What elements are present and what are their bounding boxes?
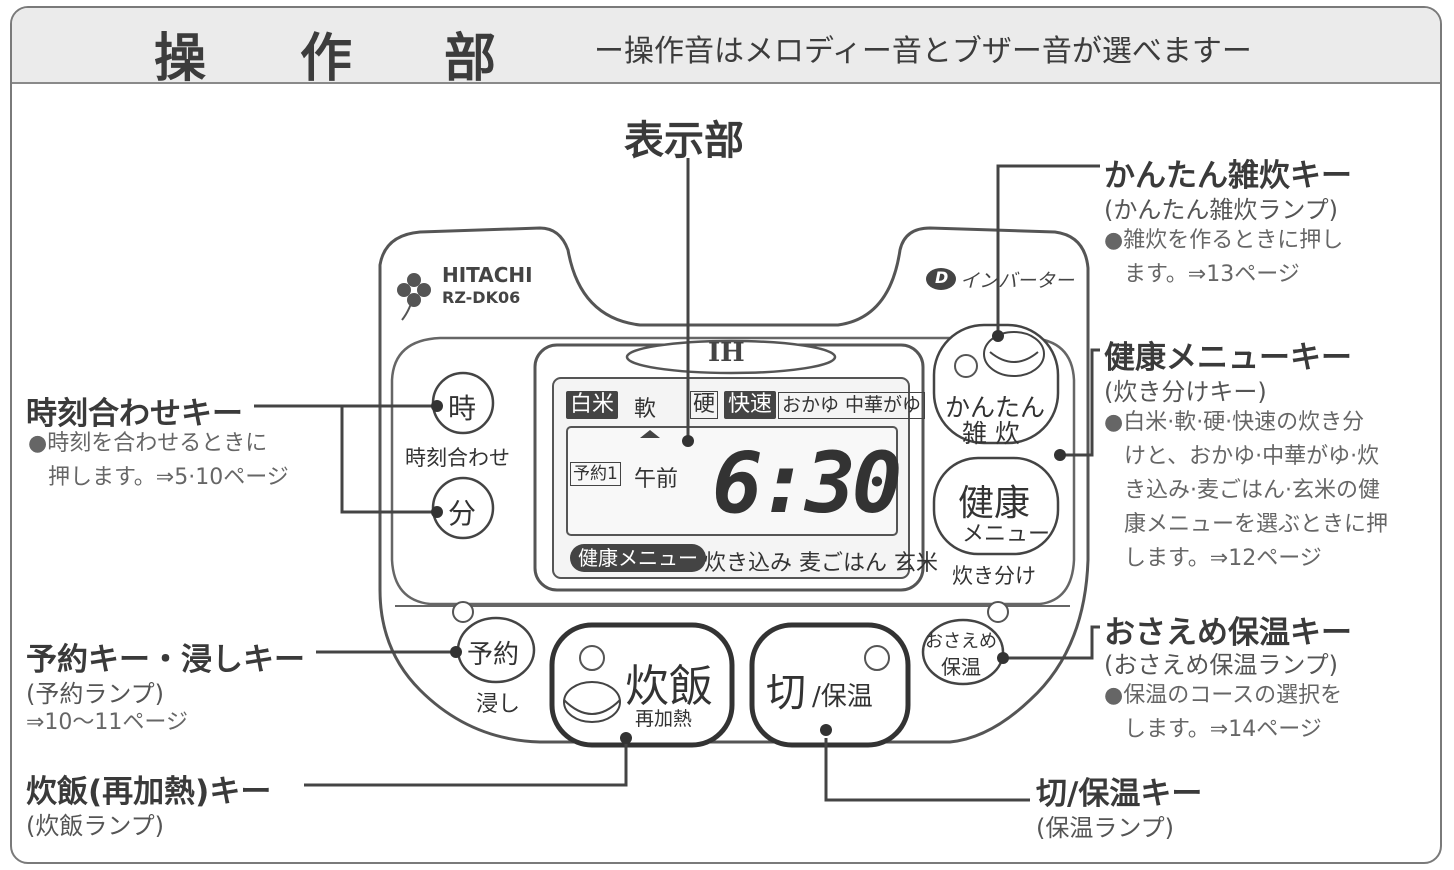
kantan-key-desc: ます。⇒13ページ: [1124, 262, 1300, 287]
kiri-key-title: 切/保温キー: [1036, 776, 1203, 812]
yoyaku-key-desc: ⇒10～11ページ: [26, 710, 188, 735]
kenko-key-title: 健康メニューキー: [1104, 340, 1352, 376]
kiri-hoon-button[interactable]: 切: [766, 670, 806, 716]
lcd-kenko-options: 炊き込み 麦ごはん 玄米: [704, 551, 938, 576]
lcd-ampm: 午前: [634, 467, 679, 492]
header-subtitle: ー操作音はメロディー音とブザー音が選べますー: [594, 34, 1252, 69]
yoyaku-key-paren: (予約ランプ): [26, 680, 165, 708]
kiri-hoon-label: /保温: [812, 682, 873, 712]
ih-label: IH: [708, 338, 745, 368]
kantan-key-paren: (かんたん雑炊ランプ): [1104, 196, 1339, 224]
brand-name: HITACHI: [442, 263, 533, 287]
suihan-key-paren: (炊飯ランプ): [26, 812, 165, 840]
clock-minute-button[interactable]: 分: [448, 497, 477, 530]
clock-caption: 時刻合わせ: [405, 446, 510, 470]
osaeme-hoon-button[interactable]: おさえめ: [925, 631, 997, 652]
header-title-char: 部: [444, 29, 497, 89]
model-number: RZ-DK06: [442, 288, 521, 307]
lcd-tag-yawa: 軟: [634, 397, 657, 422]
osaeme-key-paren: (おさえめ保温ランプ): [1104, 651, 1339, 679]
kantan-zosui-label: 雑 炊: [962, 419, 1020, 448]
lcd-tag-okayu: おかゆ 中華がゆ: [778, 392, 926, 419]
lcd-kenko-tag: 健康メニュー: [570, 544, 706, 572]
lcd-yoyaku-tag: 予約1: [570, 462, 621, 486]
clock-hour-button[interactable]: 時: [448, 392, 477, 425]
hitashi-caption: 浸し: [476, 692, 521, 717]
inverter-label: インバーター: [960, 270, 1075, 292]
kenko-key-desc: けと、おかゆ·中華がゆ·炊: [1124, 444, 1380, 469]
osaeme-key-title: おさえめ保温キー: [1104, 615, 1352, 651]
suihan-key-title: 炊飯(再加熱)キー: [26, 774, 272, 810]
yoyaku-key-title: 予約キー・浸しキー: [26, 642, 305, 678]
suihan-button[interactable]: 炊飯: [625, 661, 713, 712]
kantan-zosui-button[interactable]: かんたん: [945, 393, 1046, 422]
kenko-menu-sublabel: メニュー: [962, 522, 1051, 547]
clock-key-desc: 押します。⇒5·10ページ: [48, 465, 289, 490]
lcd-tag-hakumai: 白米: [566, 391, 619, 419]
osaeme-key-desc: ●保温のコースの選択を: [1104, 683, 1343, 708]
yoyaku-button[interactable]: 予約: [467, 640, 520, 670]
kenko-key-desc: ●白米·軟·硬·快速の炊き分: [1104, 410, 1365, 435]
kantan-key-title: かんたん雑炊キー: [1104, 158, 1352, 194]
takiwake-caption: 炊き分け: [952, 564, 1036, 588]
kenko-key-desc: 康メニューを選ぶときに押: [1124, 512, 1389, 537]
kantan-key-desc: ●雑炊を作るときに押し: [1104, 228, 1344, 253]
kenko-key-desc: き込み·麦ごはん·玄米の健: [1124, 478, 1380, 503]
clock-key-desc: ●時刻を合わせるときに: [28, 431, 268, 456]
inverter-badge-icon: D: [935, 268, 949, 287]
clock-key-title: 時刻合わせキー: [26, 396, 243, 432]
kenko-key-desc: します。⇒12ページ: [1124, 546, 1322, 571]
kenko-key-paren: (炊き分けキー): [1104, 378, 1267, 406]
header-title-char: 操: [154, 29, 207, 89]
kenko-menu-button[interactable]: 健康: [958, 483, 1031, 524]
kiri-key-paren: (保温ランプ): [1036, 814, 1175, 842]
saikanetsu-label: 再加熱: [635, 708, 693, 730]
osaeme-hoon-label: 保温: [941, 655, 981, 679]
lcd-time-digits: 6:30: [712, 434, 902, 532]
display-section-label: 表示部: [624, 118, 744, 164]
lcd-tag-kata: 硬: [690, 391, 719, 419]
section-header: 操 作 部 ー操作音はメロディー音とブザー音が選べますー: [12, 8, 1440, 89]
lcd-tag-kaisoku: 快速: [724, 391, 777, 419]
header-title-char: 作: [300, 29, 353, 89]
osaeme-key-desc: します。⇒14ページ: [1124, 717, 1322, 742]
